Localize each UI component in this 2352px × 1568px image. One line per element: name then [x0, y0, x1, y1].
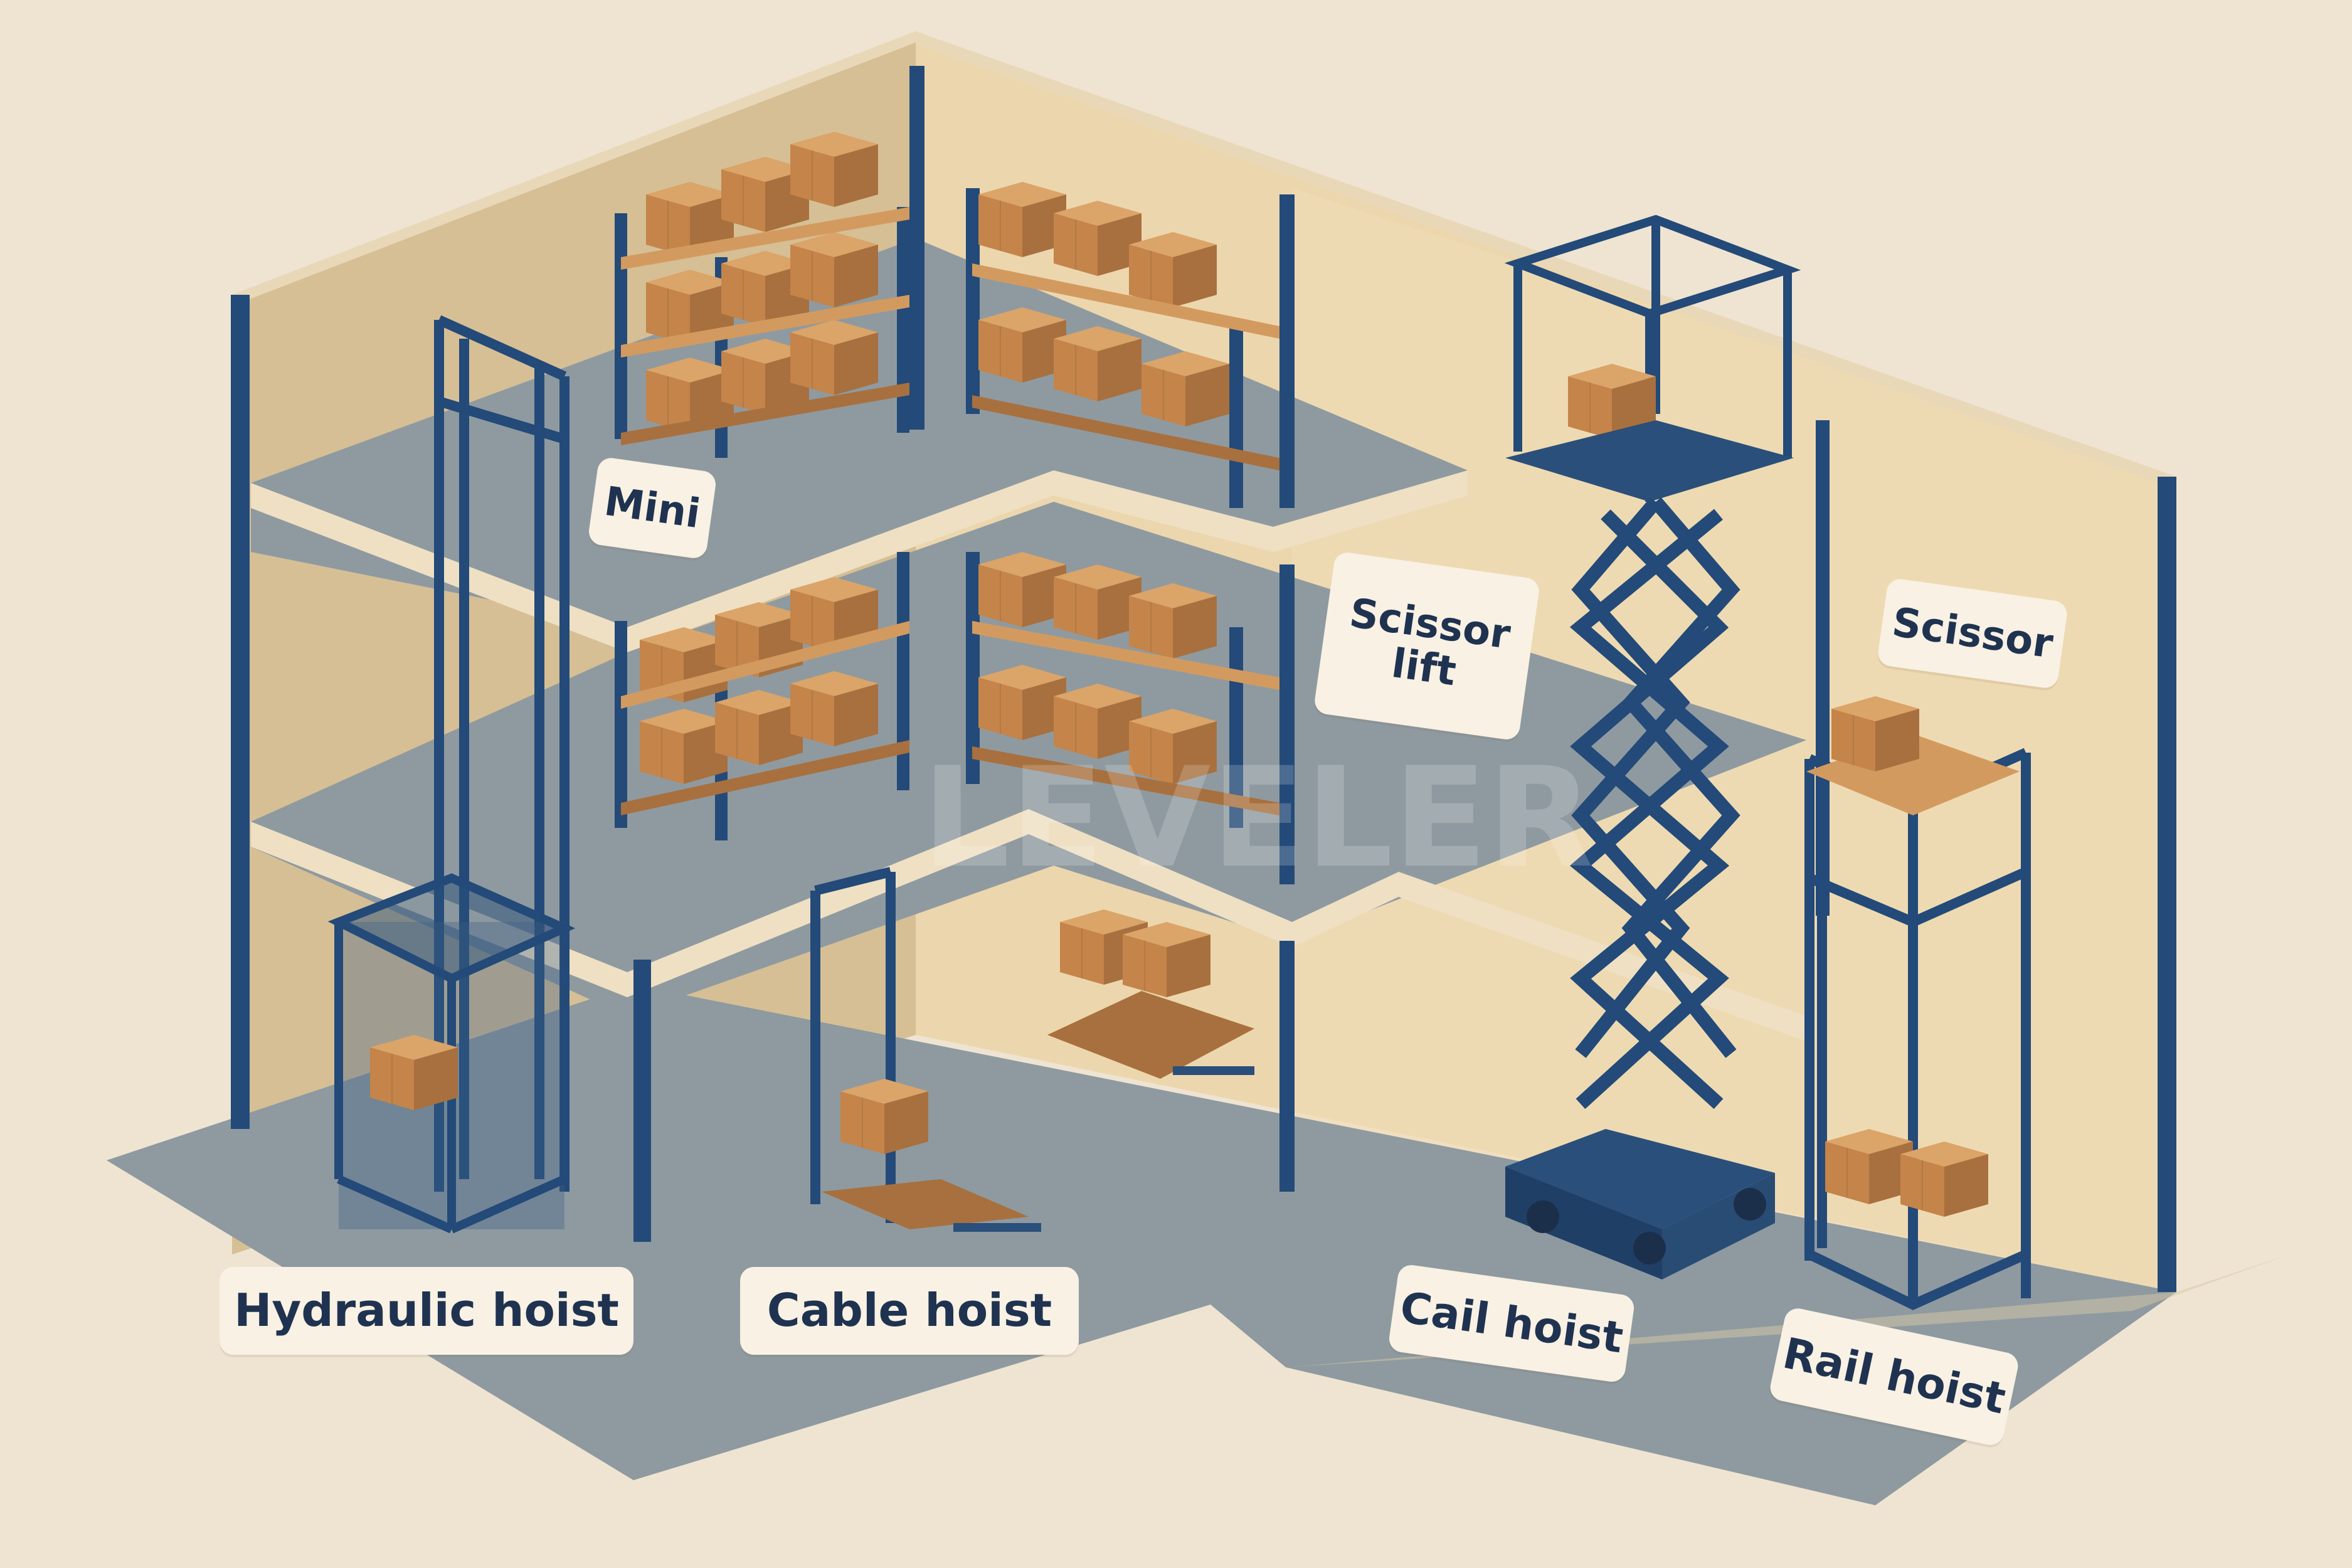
- label-cable-hoist: Cable hoist: [740, 1267, 1079, 1355]
- label-mini: Mini: [587, 456, 718, 560]
- hydraulic-hoist-cage: [327, 873, 576, 1234]
- label-hydraulic-hoist: Hydraulic hoist: [220, 1267, 633, 1355]
- mezzanine-upper: [251, 238, 1468, 627]
- ground-pallet: [1047, 909, 1254, 1079]
- label-scissor-lift: Scissor lift: [1313, 551, 1541, 741]
- cable-hoist: [810, 867, 1041, 1232]
- middle-shelf-right: [966, 551, 1279, 828]
- upper-shelf-left: [615, 131, 909, 458]
- middle-shelf-left: [615, 552, 909, 840]
- label-scissor-lift-text: Scissor lift: [1347, 590, 1513, 696]
- ground-floor: [107, 985, 2176, 1505]
- scissor-lift: [1504, 215, 1801, 1279]
- rail-hoist: [1804, 420, 2031, 1310]
- watermark: LEVELER: [922, 738, 1594, 898]
- upper-shelf-right: [966, 181, 1279, 508]
